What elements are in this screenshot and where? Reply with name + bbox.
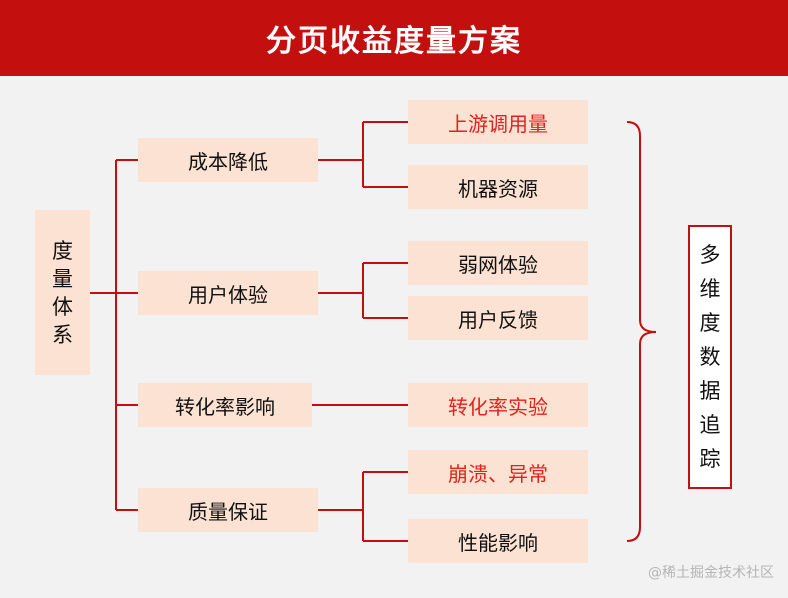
leaf-node: 上游调用量 — [408, 100, 588, 144]
leaf-node: 用户反馈 — [408, 296, 588, 340]
root-char: 度 — [52, 238, 73, 263]
leaf-node: 性能影响 — [408, 519, 588, 563]
branch-connector-4 — [318, 471, 408, 542]
summary-char: 维 — [699, 277, 721, 301]
root-char: 量 — [52, 266, 73, 291]
root-char: 系 — [52, 322, 73, 347]
summary-char: 度 — [699, 311, 721, 335]
category-node-conversion: 转化率影响 — [138, 383, 312, 427]
leaf-node: 弱网体验 — [408, 241, 588, 285]
summary-char: 踪 — [699, 447, 721, 471]
watermark: @稀土掘金技术社区 — [648, 565, 774, 581]
summary-node: 多 维 度 数 据 追 踪 — [688, 225, 732, 489]
summary-char: 据 — [699, 379, 721, 403]
page-title: 分页收益度量方案 — [0, 0, 788, 76]
summary-char: 多 — [699, 243, 721, 267]
summary-char: 数 — [699, 345, 721, 369]
category-node-quality: 质量保证 — [138, 488, 318, 532]
branch-connector-2 — [318, 262, 408, 319]
category-node-cost: 成本降低 — [138, 138, 318, 182]
summary-char: 追 — [699, 413, 721, 437]
leaf-node: 机器资源 — [408, 165, 588, 209]
category-node-ux: 用户体验 — [138, 271, 318, 315]
root-char: 体 — [52, 294, 73, 319]
leaf-node: 崩溃、异常 — [408, 450, 588, 494]
leaf-node: 转化率实验 — [408, 383, 588, 427]
summary-bracket — [626, 121, 657, 542]
root-node: 度 量 体 系 — [35, 210, 90, 375]
branch-connector-1 — [318, 121, 408, 188]
